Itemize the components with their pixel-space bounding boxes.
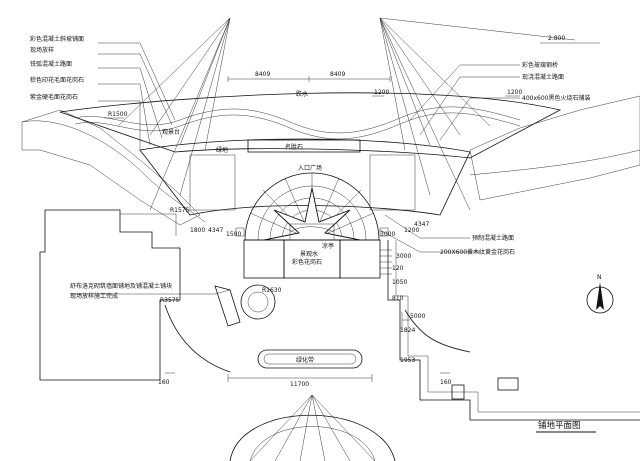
- label-entrance-plaza: 入口广场: [298, 164, 322, 172]
- left-leaders: [98, 42, 176, 150]
- label-viewing-platform: 观景台: [162, 128, 180, 136]
- dim-v5: 810: [392, 295, 404, 302]
- dim-v3: 1953: [400, 357, 415, 364]
- label-color-paving: 彩色花岗石: [292, 258, 322, 266]
- dim-right-1200: 1200: [507, 89, 522, 96]
- right-brick-paving: [339, 239, 381, 279]
- lower-left-note-1: 舒布洛克砌筑墙面铺地及铺混凝土铺块: [70, 282, 172, 290]
- callout-right-2: 现浇混凝土路面: [522, 73, 564, 81]
- north-arrow-icon: [586, 282, 614, 314]
- label-green: 绿地: [216, 146, 228, 154]
- right-walkway: [387, 240, 640, 421]
- left-hatched-belt: [21, 109, 201, 226]
- label-pavilion: 凉亭: [322, 242, 334, 250]
- elevation-label: 2.800: [548, 35, 565, 42]
- dim-v6: 120: [392, 265, 404, 272]
- dim-h2: 4347: [208, 227, 223, 234]
- callout-lower-right-1: 预制混凝土路面: [472, 234, 514, 242]
- drawing-title: 铺地平面图: [538, 420, 581, 431]
- callout-left-4: 棕色印花毛面花岗石: [30, 76, 84, 84]
- dim-v1: 5000: [410, 313, 425, 320]
- dotted-slope: [214, 285, 241, 327]
- lower-left-note-2: 现场放样施工完成: [70, 292, 118, 300]
- dim-top-left-r: R1500: [108, 111, 128, 118]
- dim-left-160: 160: [158, 379, 170, 386]
- dim-top-right: 1200: [374, 89, 389, 96]
- dim-bottom-width: 11700: [290, 381, 309, 388]
- inner-plaza-band: [139, 138, 471, 216]
- left-stair-pad: [189, 154, 236, 211]
- callout-left-3: 铣弧混凝土路面: [30, 60, 72, 68]
- callout-right-1: 彩色玻璃钢桥: [522, 61, 558, 69]
- green-belt: [257, 349, 363, 369]
- label-landscape-pool: 景观水: [300, 250, 318, 258]
- dim-h3: 1500: [226, 231, 241, 238]
- site-boundary-left: [39, 209, 181, 381]
- left-brick-paving: [243, 239, 285, 279]
- callout-left-2: 现场放样: [30, 46, 54, 54]
- stone-wall-strip: [247, 139, 361, 153]
- dim-r-side: R3575: [160, 297, 180, 304]
- round-pavilion: [240, 284, 276, 320]
- north-letter: N: [597, 274, 602, 281]
- dim-circle-r: R1630: [262, 287, 282, 294]
- callout-right-3: 400x600黑色火烧石铺装: [522, 94, 590, 102]
- dim-v9: 4347: [414, 221, 429, 228]
- dim-h4: 3000: [380, 231, 395, 238]
- dim-r1: R1575: [170, 207, 190, 214]
- right-leaders: [379, 64, 520, 253]
- callout-left-1: 彩色混凝土斜坡铺面: [30, 35, 84, 43]
- label-drop-zone: 跌水: [296, 90, 308, 98]
- upper-grid-band: [59, 92, 562, 159]
- callout-lower-right-2: 200X600黄木纹黄金花岗石: [440, 248, 515, 256]
- dim-h1: 1800: [190, 227, 205, 234]
- dim-v7: 3000: [396, 253, 411, 260]
- dim-v4: 1050: [392, 279, 407, 286]
- right-hatched-belt: [469, 95, 640, 201]
- right-stair-pad: [369, 154, 416, 211]
- dim-v2: 1824: [400, 327, 415, 334]
- radiating-lines: [117, 17, 491, 211]
- bottom-fountain-arc: [229, 415, 396, 461]
- callout-left-5: 紫金硬毛面花岗石: [30, 93, 78, 101]
- dim-top-a: 8409: [255, 71, 270, 78]
- dim-right-160: 160: [440, 379, 452, 386]
- dim-top-b: 8409: [330, 71, 345, 78]
- dim-v8: 1200: [404, 227, 419, 234]
- label-green-belt: 绿化带: [296, 356, 314, 364]
- label-stone-wall: 名胜石: [285, 143, 303, 151]
